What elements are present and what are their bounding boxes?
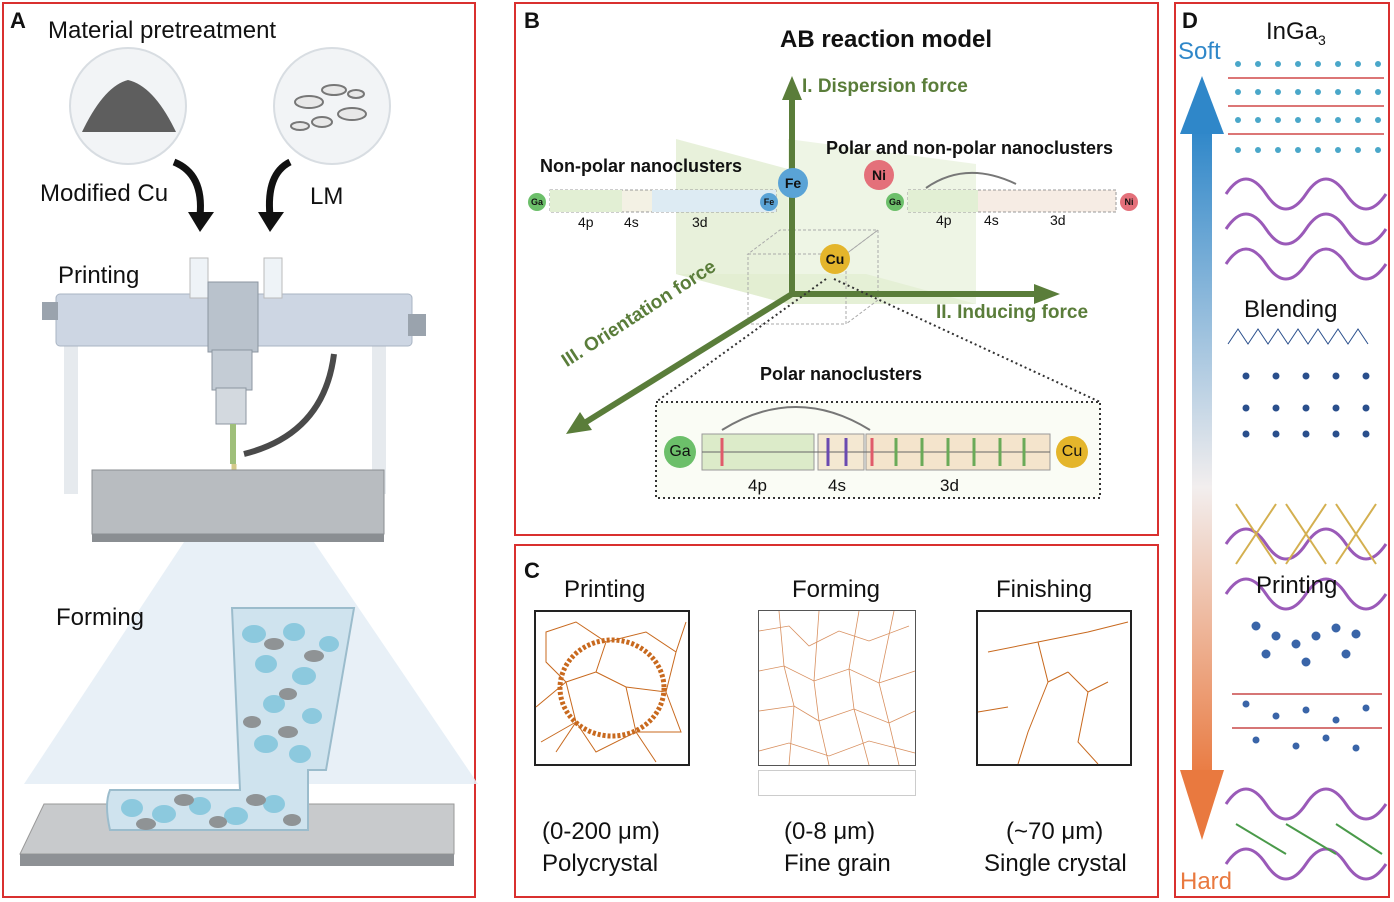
ga-atom-left: Ga [528,193,546,211]
material-pretreatment-title: Material pretreatment [48,17,277,44]
ga-atom-zoom: Ga [664,436,696,468]
dispersion-force-label: I. Dispersion force [802,76,968,97]
stage-printing-desc: Polycrystal [542,850,659,877]
fe-atom: Fe [778,168,808,198]
inducing-force-label: II. Inducing force [936,302,1089,323]
cu-atom: Cu [820,244,850,274]
stage-finishing-desc: Single crystal [984,850,1127,877]
soft-label: Soft [1178,38,1221,65]
panel-d: D Soft Hard InGa3 Blending Printing [1174,2,1390,898]
stage-finishing-range: (~70 μm) [1006,818,1104,845]
ni-atom-small: Ni [1120,193,1138,211]
orbital-4s-left: 4s [624,214,639,230]
panel-b: B AB reaction model I. Dispersion force … [514,2,1159,536]
orbital-4p-left: 4p [578,214,594,230]
printing-label: Printing [58,262,140,289]
panel-c: C Printing (0-200 μm) Polycrystal Formin… [514,544,1159,898]
forming-micrograph [758,610,916,766]
stage-forming-title: Forming [792,576,881,603]
printer-illustration [19,47,478,866]
inga3-label: InGa3 [1266,18,1326,48]
inga3-subscript: 3 [1318,31,1326,48]
lm-label: LM [310,183,344,210]
orbital-4p-right: 4p [936,212,952,228]
panel-c-label: C [524,558,540,583]
stage-printing-title: Printing [564,576,646,603]
panel-b-label: B [524,8,540,33]
orbital-3d-left: 3d [692,214,708,230]
hard-label: Hard [1180,868,1233,895]
polar-nonpolar-label: Polar and non-polar nanoclusters [826,138,1114,158]
polar-label: Polar nanoclusters [760,364,923,384]
panel-a: A Material pretreatment Modified Cu LM P… [2,2,478,898]
modified-cu-label: Modified Cu [40,180,169,207]
inga3-text: InGa [1266,18,1319,45]
ni-atom: Ni [864,160,894,190]
orbital-4s-zoom: 4s [828,476,846,495]
orbital-3d-zoom: 3d [940,476,959,495]
panel-a-label: A [10,8,26,33]
forming-label: Forming [56,604,145,631]
cu-powder [82,80,176,132]
forming-blank-box [758,770,916,796]
panel-d-label: D [1182,8,1198,33]
stage-finishing-title: Finishing [996,576,1093,603]
finishing-micrograph [976,610,1132,766]
orbital-3d-right: 3d [1050,212,1066,228]
stage-forming-desc: Fine grain [784,850,891,877]
orbital-4s-right: 4s [984,212,999,228]
blending-label: Blending [1244,296,1338,323]
cu-atom-zoom: Cu [1056,436,1088,468]
formed-part [106,607,356,831]
lm-bubble [273,47,391,165]
printing-micrograph [534,610,690,766]
structure-gradient-diagram [1180,61,1388,881]
orbital-4p-zoom: 4p [748,476,767,495]
ga-atom-right: Ga [886,193,904,211]
non-polar-label: Non-polar nanoclusters [540,156,743,176]
ab-model-title: AB reaction model [780,26,993,53]
printing-stage-label: Printing [1256,572,1338,599]
fe-atom-small: Fe [760,193,778,211]
stage-forming-range: (0-8 μm) [784,818,876,845]
stage-printing-range: (0-200 μm) [542,818,660,845]
